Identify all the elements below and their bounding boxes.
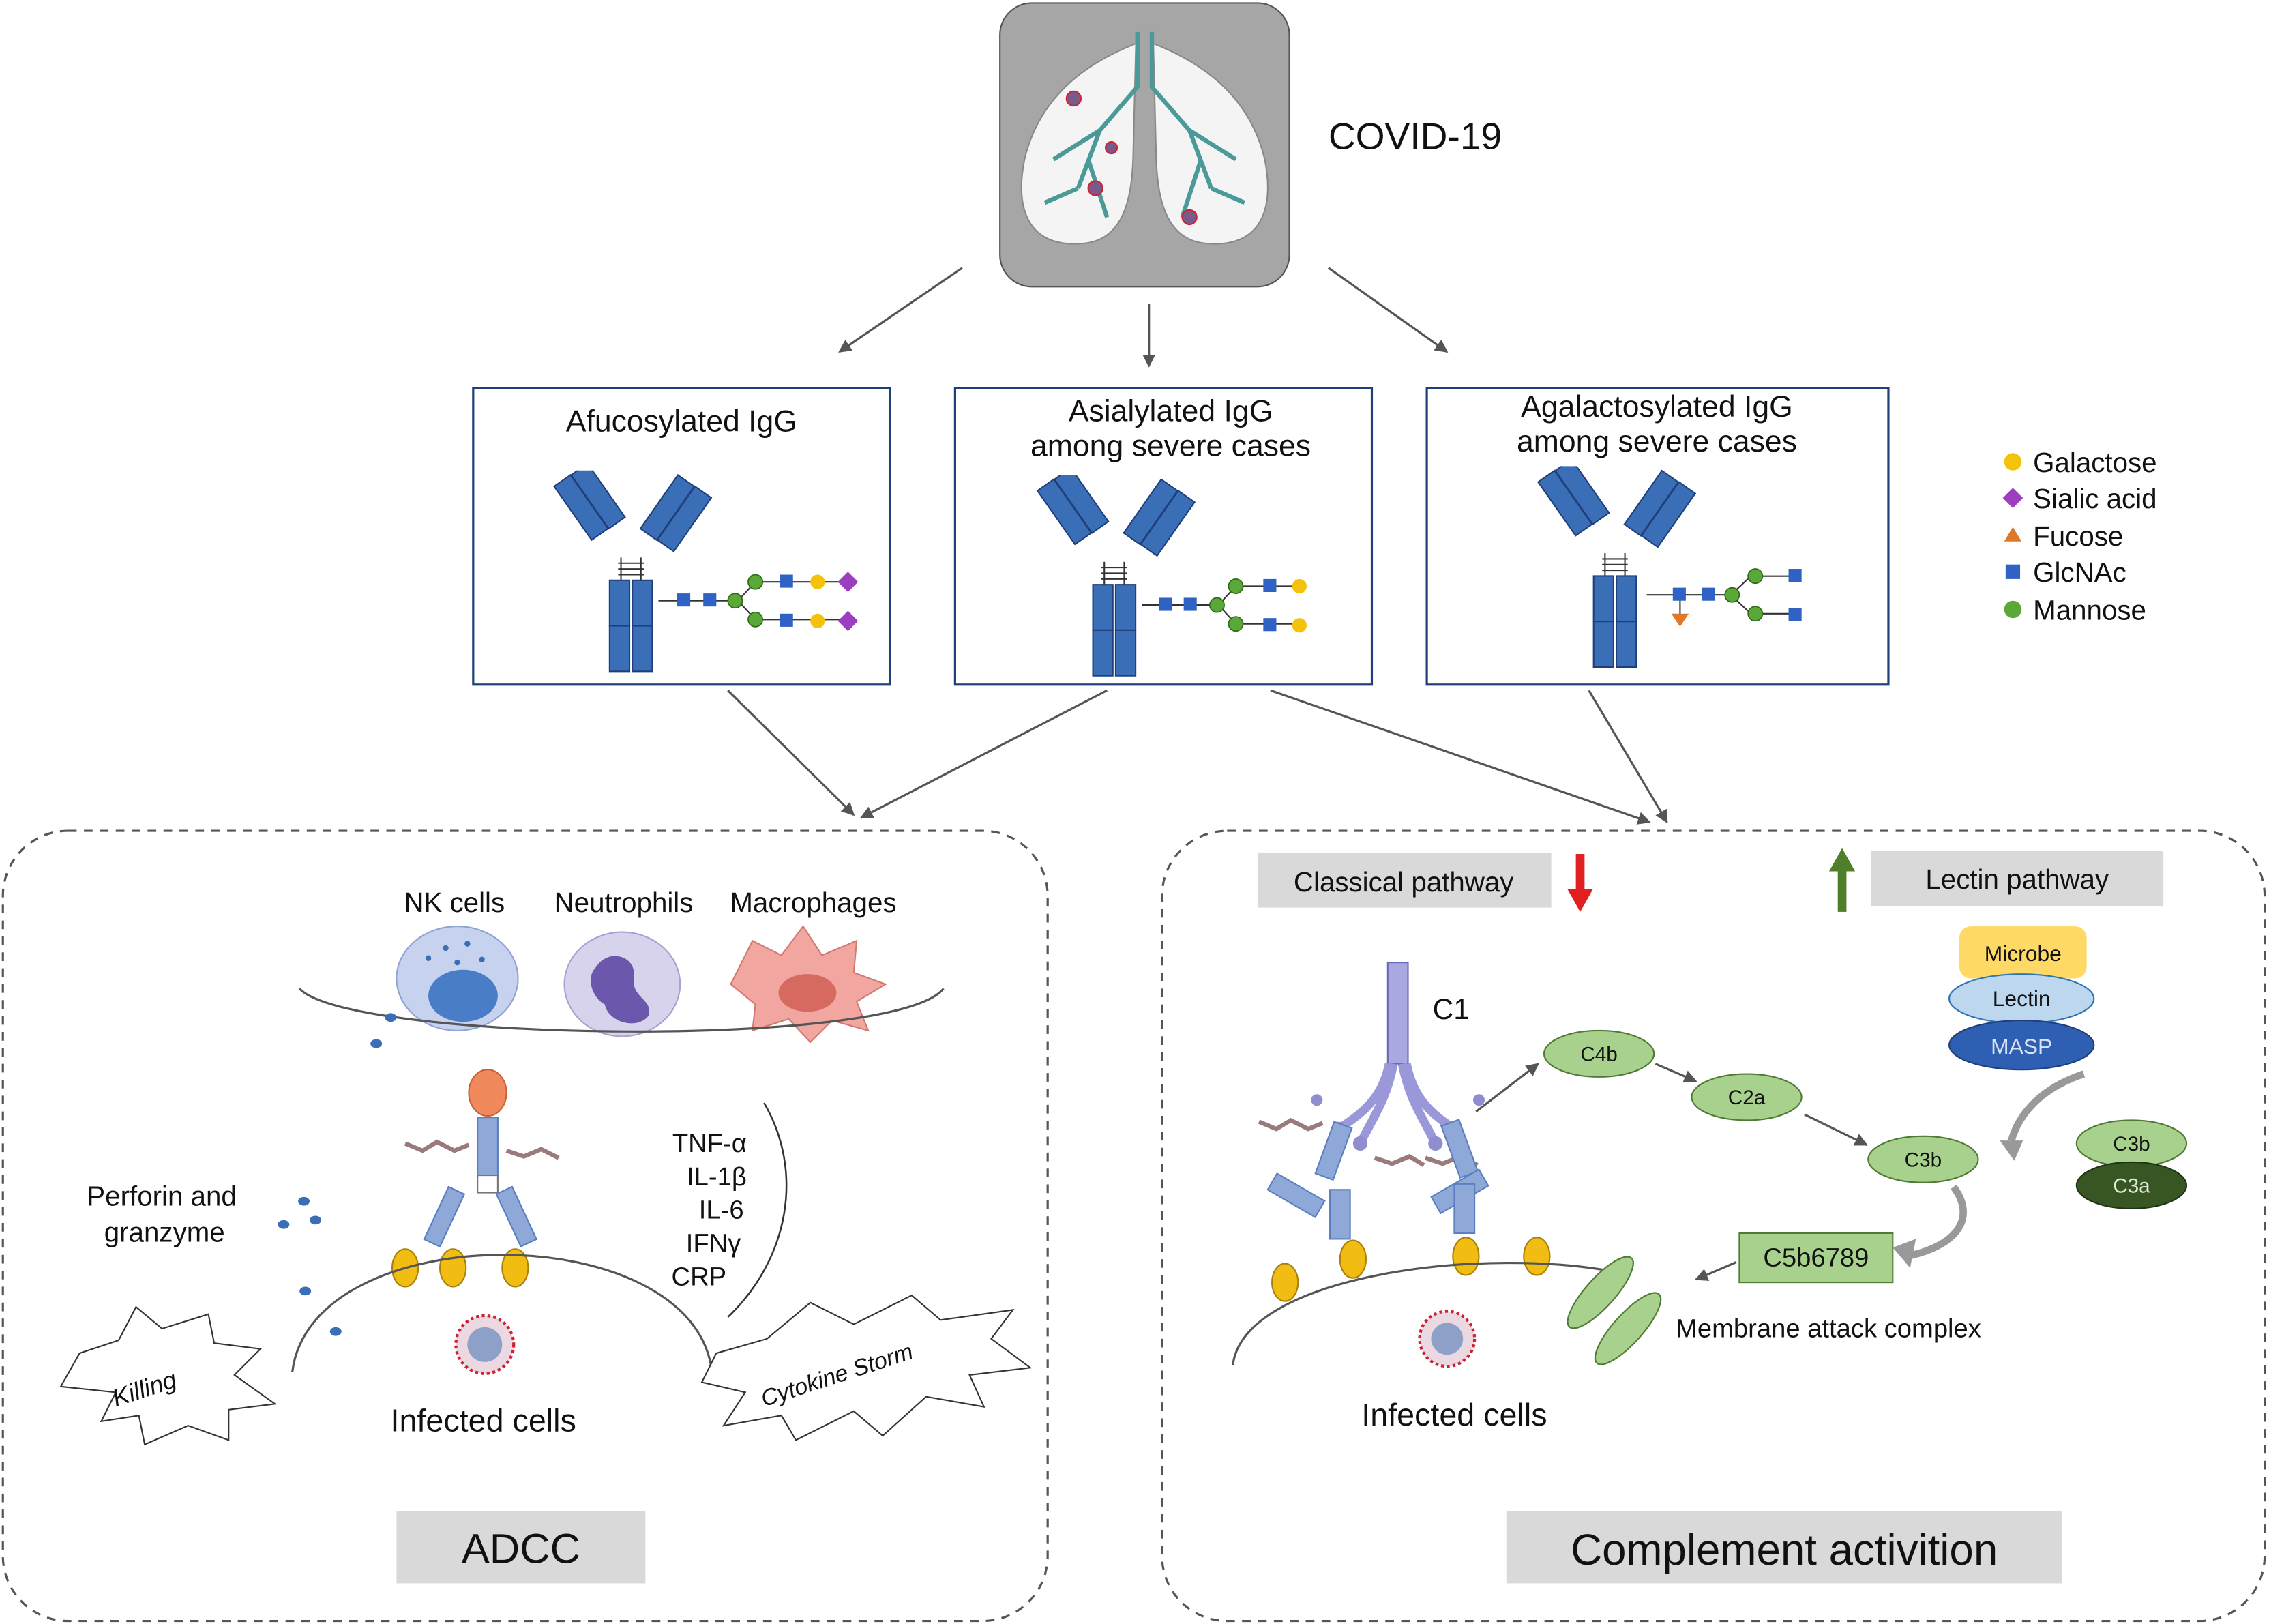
- complement-flow: [1475, 926, 2188, 1284]
- mac-label: Membrane attack complex: [1676, 1314, 1981, 1344]
- neutrophils-label: Neutrophils: [554, 887, 694, 918]
- legend-label-galactose: Galactose: [2033, 447, 2156, 478]
- microbe-label: Microbe: [1985, 941, 2062, 966]
- legend-label-sialic-acid: Sialic acid: [2033, 484, 2156, 514]
- lectin-pathway-box: [1871, 851, 2164, 906]
- c5b6789-label: C5b6789: [1763, 1243, 1869, 1273]
- sialic-acid-legend-icon: [2002, 488, 2023, 508]
- glycoform-label-line1: Asialylated IgG: [1069, 395, 1273, 428]
- top-arrows: [838, 267, 1449, 368]
- up-arrow-icon: [1828, 848, 1856, 912]
- macrophages-label: Macrophages: [730, 887, 896, 918]
- complement-infected-cells-label: Infected cells: [1361, 1397, 1547, 1432]
- lungs-illustration: [999, 2, 1290, 288]
- c1-label: C1: [1433, 993, 1470, 1025]
- cytokine-il1b: IL-1β: [687, 1162, 747, 1192]
- glycan-legend: Galactose Sialic acid Fucose GlcNAc Mann…: [2002, 447, 2157, 625]
- glycoform-label-line2: among severe cases: [1517, 425, 1797, 458]
- complement-label-box: [1506, 1511, 2062, 1584]
- cytokine-tnf: TNF-α: [672, 1129, 747, 1158]
- c4b-label: C4b: [1580, 1043, 1617, 1065]
- legend-label-mannose: Mannose: [2033, 595, 2146, 625]
- galactose-legend-icon: [2004, 453, 2022, 471]
- glycoform-box-asialylated: Asialylated IgG among severe cases: [953, 387, 1374, 686]
- c3b-right-label: C3b: [2113, 1133, 2150, 1155]
- macrophage-icon: [730, 925, 888, 1044]
- lectin-label: Lectin: [1993, 986, 2051, 1011]
- adcc-antibody-complex: [391, 1069, 560, 1288]
- glycoform-box-agalactosylated: Agalactosylated IgG among severe cases: [1425, 387, 1890, 686]
- glycoform-label-line1: Agalactosylated IgG: [1521, 390, 1793, 424]
- cytokine-ifng: IFNγ: [686, 1229, 741, 1258]
- c2a-label: C2a: [1728, 1087, 1766, 1109]
- membrane-attack-complex-icon: [1567, 1256, 1662, 1365]
- legend-label-fucose: Fucose: [2033, 521, 2123, 552]
- nk-cell-icon: [396, 926, 519, 1031]
- perforin-label: Perforin and: [87, 1181, 237, 1212]
- neutrophil-icon: [563, 931, 681, 1037]
- adcc-infected-cells-label: Infected cells: [391, 1403, 576, 1438]
- complement-panel: Classical pathway Lectin pathway C1: [1161, 829, 2266, 1623]
- effector-cell-membrane: [299, 988, 945, 1033]
- glycan-chain: [1142, 578, 1307, 633]
- cytokine-list: TNF-α IL-1β IL-6 IFNγ CRP: [672, 1102, 788, 1318]
- glycan-chain: [1646, 568, 1802, 627]
- classical-pathway-box: [1257, 852, 1552, 908]
- virus-icon: [1418, 1310, 1477, 1368]
- lectin-pathway-label: Lectin pathway: [1925, 864, 2109, 895]
- granule-dots: [278, 1013, 397, 1336]
- adcc-panel: NK cells Neutrophils Macrophages: [1, 829, 1049, 1623]
- mannose-legend-icon: [2004, 600, 2022, 619]
- complement-infected-membrane: [1232, 1261, 1625, 1365]
- glycoform-label-line2: among severe cases: [1030, 430, 1311, 463]
- classical-pathway-label: Classical pathway: [1294, 867, 1514, 898]
- nk-cells-label: NK cells: [404, 887, 505, 918]
- virus-icon: [454, 1314, 516, 1375]
- masp-label: MASP: [1991, 1034, 2052, 1059]
- down-arrow-icon: [1567, 854, 1594, 912]
- cytokine-storm-burst: Cytokine Storm: [700, 1294, 1033, 1441]
- legend-label-glcnac: GlcNAc: [2033, 557, 2126, 588]
- glycan-chain: [658, 572, 859, 632]
- complement-label: Complement activition: [1571, 1526, 1998, 1574]
- cytokine-il6: IL-6: [699, 1196, 744, 1225]
- glycoform-box-afucosylated: Afucosylated IgG: [472, 387, 891, 686]
- covid-title: COVID-19: [1329, 115, 1502, 158]
- killing-burst: Killing: [59, 1305, 277, 1446]
- adcc-label: ADCC: [462, 1526, 580, 1573]
- complement-antibodies: [1258, 1117, 1551, 1302]
- adcc-label-box: [396, 1511, 646, 1584]
- glcnac-legend-icon: [2005, 564, 2021, 579]
- c3a-label: C3a: [2113, 1175, 2150, 1198]
- c3b-label: C3b: [1905, 1149, 1942, 1171]
- middle-arrows: [727, 689, 1668, 825]
- cytokine-crp: CRP: [672, 1262, 727, 1291]
- granzyme-label: granzyme: [104, 1217, 225, 1248]
- glycoform-label: Afucosylated IgG: [566, 404, 797, 438]
- fucose-legend-icon: [2004, 527, 2022, 542]
- infected-cell-membrane: [291, 1254, 713, 1372]
